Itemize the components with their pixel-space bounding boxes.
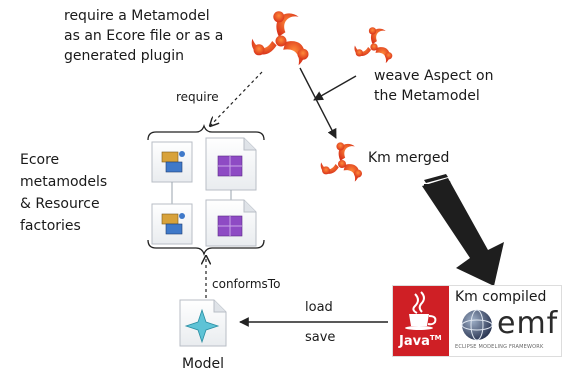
km-merged-label: Km merged: [368, 150, 450, 166]
require-arrow: [210, 71, 263, 126]
load-label: load: [305, 300, 333, 315]
emf-tagline: ECLIPSE MODELING FRAMEWORK: [455, 344, 544, 350]
merge-arrow: [299, 67, 337, 139]
kermeta-logo-weave-icon: [354, 27, 393, 64]
ecore-metamodels-line-3: & Resource: [20, 196, 100, 212]
weave-aspect-line-1: weave Aspect on: [374, 68, 494, 84]
metamodel-braces: [147, 123, 265, 257]
model-label: Model: [182, 356, 225, 372]
ecore-model-icon-top: [151, 141, 193, 183]
require-metamodel-line-2: as an Ecore file or as a: [64, 28, 224, 44]
km-compiled-label: Km compiled: [455, 289, 547, 305]
weave-aspect-arrow: [313, 75, 357, 101]
require-metamodel-line-3: generated plugin: [64, 48, 185, 64]
ecore-metamodels-line-4: factories: [20, 218, 81, 234]
kermeta-logo-merged-icon: [320, 142, 362, 182]
km-compiled-logo-box: JavaTM Km compiled emf ECLIPSE MODELING …: [392, 285, 562, 357]
compile-big-arrow: [422, 174, 504, 286]
ecore-metamodels-line-1: Ecore: [20, 152, 60, 168]
require-label: require: [176, 90, 219, 104]
emf-logo-text: emf: [497, 306, 559, 341]
require-metamodel-line-1: require a Metamodel: [64, 8, 210, 24]
conforms-to-label: conformsTo: [212, 277, 281, 291]
weave-aspect-line-2: the Metamodel: [374, 88, 480, 104]
java-logo-text: JavaTM: [399, 334, 442, 349]
resource-factory-icon-top: [205, 137, 257, 191]
ecore-metamodels-line-2: metamodels: [20, 174, 108, 190]
emf-globe-icon: [461, 309, 493, 341]
java-cup-graphic: [405, 291, 437, 330]
save-label: save: [305, 330, 336, 345]
kermeta-logo-top-icon: [251, 11, 309, 66]
java-cup-icon: JavaTM: [393, 286, 449, 356]
model-file-icon: [179, 299, 227, 347]
ecore-model-icon-bottom: [151, 203, 193, 245]
resource-factory-icon-bottom: [205, 199, 257, 247]
